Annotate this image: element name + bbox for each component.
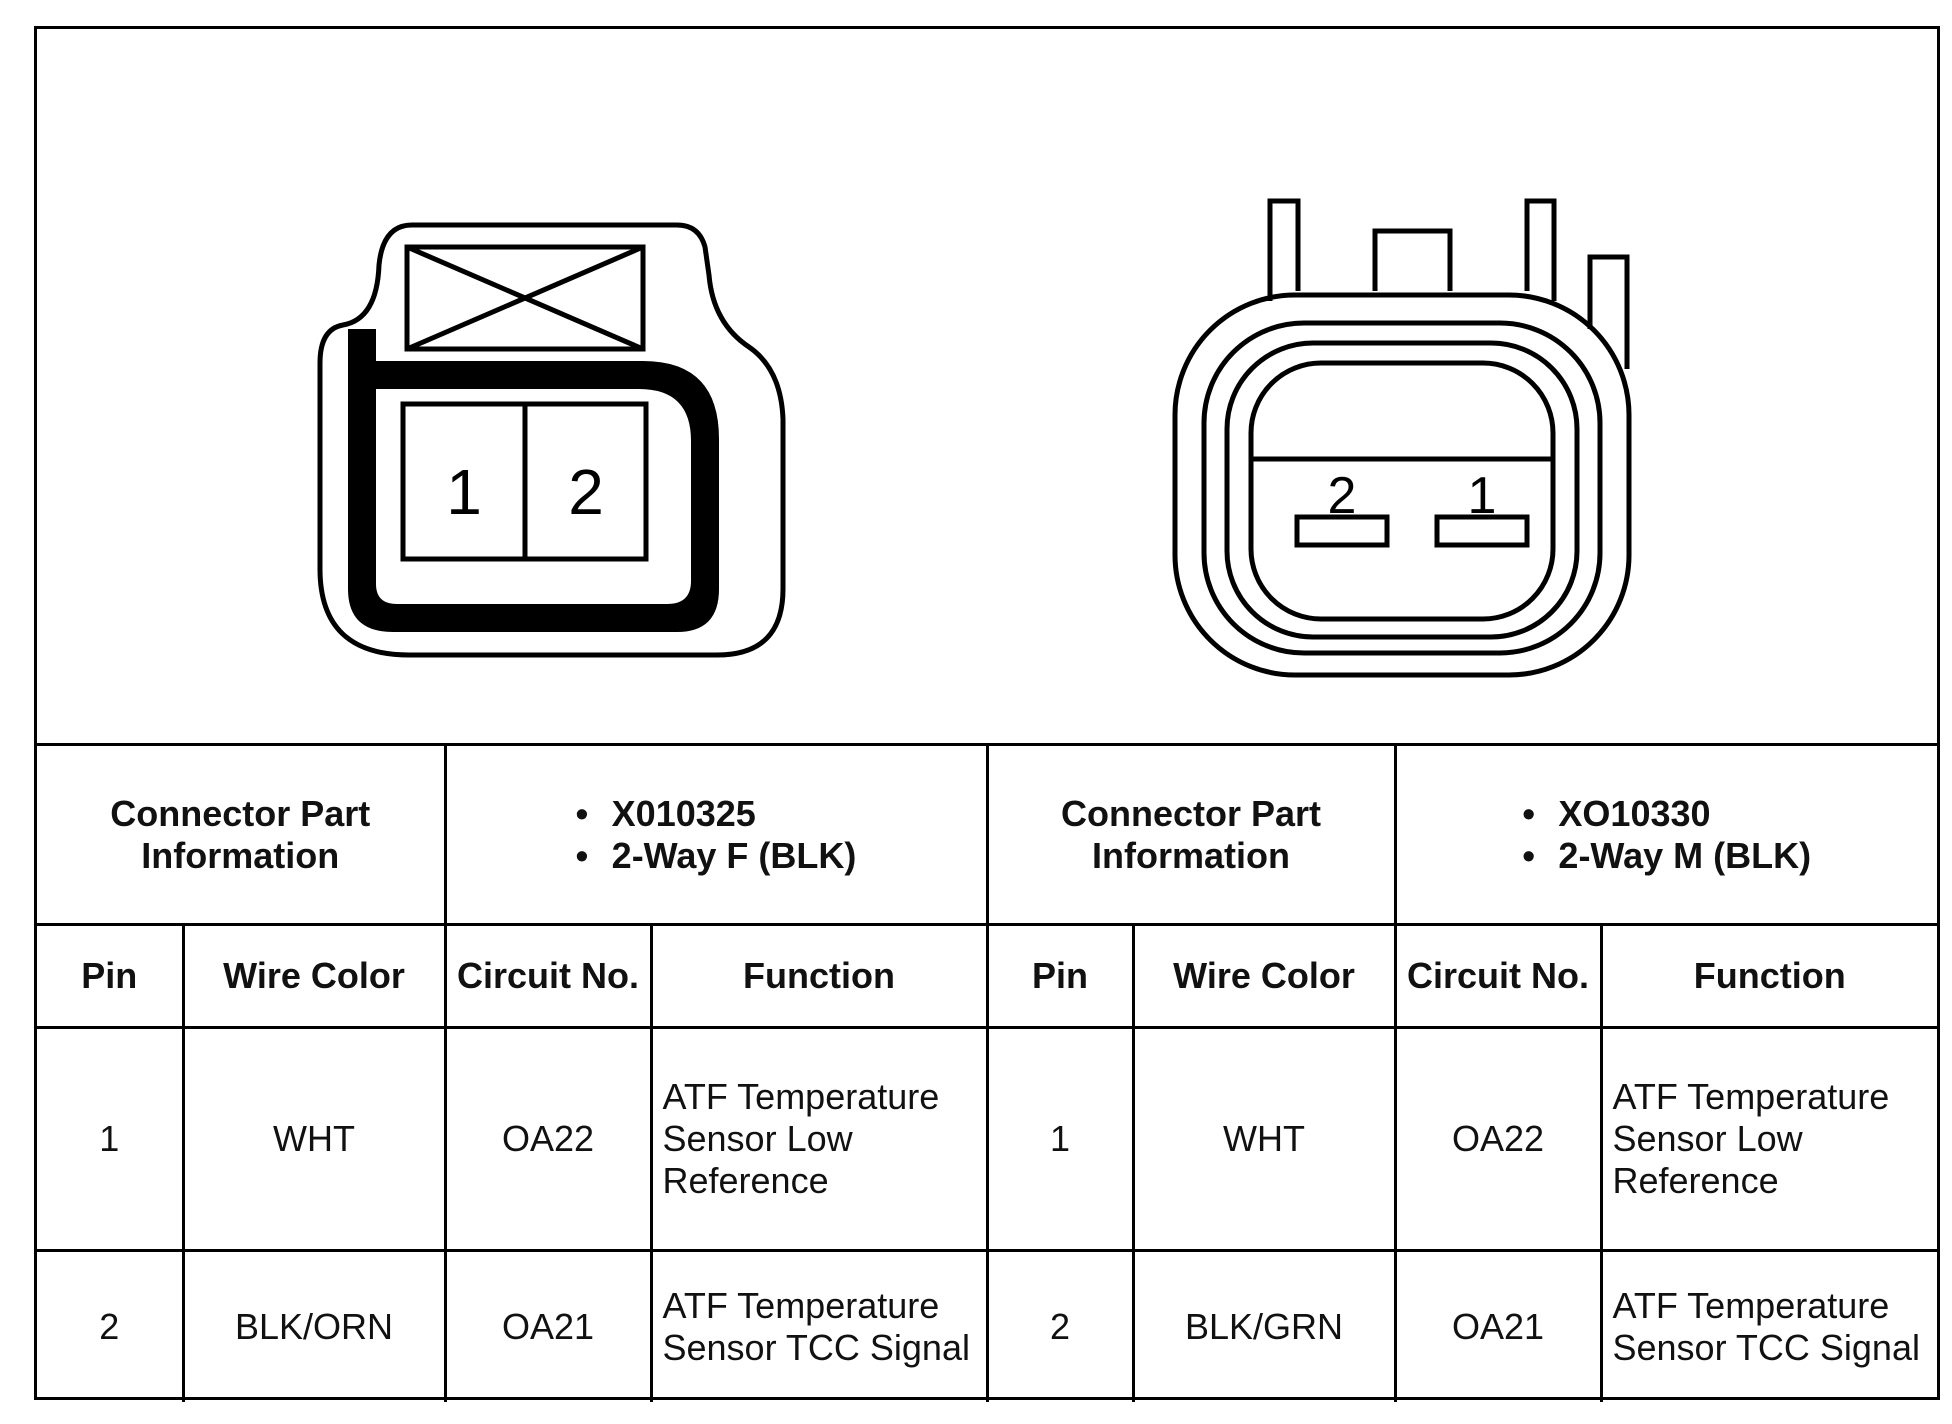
right-circuit-cell: OA21 — [1393, 1249, 1603, 1402]
female-pin-label-1: 1 — [446, 456, 482, 528]
right-circuit-header: Circuit No. — [1393, 923, 1603, 1029]
part-info-row: Connector Part Information X010325 2-Way… — [37, 743, 1937, 926]
male-connector-drawing: 2 1 — [1172, 198, 1632, 678]
right-pin-header: Pin — [985, 923, 1135, 1029]
connector-diagram-frame: 1 2 2 1 — [34, 26, 1940, 1402]
right-circuit-cell: OA22 — [1393, 1026, 1603, 1252]
left-part-description: 2-Way F (BLK) — [576, 835, 857, 877]
left-circuit-header: Circuit No. — [443, 923, 653, 1029]
right-function-cell: ATF Temperature Sensor Low Reference — [1599, 1026, 1937, 1252]
right-part-number: XO10330 — [1522, 793, 1811, 835]
right-pin-cell: 1 — [985, 1026, 1135, 1252]
left-pin-cell: 1 — [37, 1026, 185, 1252]
male-pin-label-1: 1 — [1468, 467, 1497, 525]
left-part-number: X010325 — [576, 793, 857, 835]
female-connector-drawing: 1 2 — [317, 222, 786, 658]
table-row: 2 BLK/ORN OA21 ATF Temperature Sensor TC… — [37, 1249, 1937, 1402]
right-part-info-list: XO10330 2-Way M (BLK) — [1522, 793, 1811, 877]
left-function-cell: ATF Temperature Sensor Low Reference — [649, 1026, 989, 1252]
connector-drawings: 1 2 2 1 — [37, 29, 1937, 743]
left-circuit-cell: OA21 — [443, 1249, 653, 1402]
left-part-info-cell: X010325 2-Way F (BLK) — [443, 743, 989, 926]
right-pin-cell: 2 — [985, 1249, 1135, 1402]
left-wire-color-header: Wire Color — [181, 923, 447, 1029]
right-function-header: Function — [1599, 923, 1937, 1029]
female-pin-label-2: 2 — [568, 456, 604, 528]
left-wire-color-cell: WHT — [181, 1026, 447, 1252]
left-function-header: Function — [649, 923, 989, 1029]
right-wire-color-cell: BLK/GRN — [1131, 1249, 1397, 1402]
left-function-cell: ATF Temperature Sensor TCC Signal — [649, 1249, 989, 1402]
left-part-info-label: Connector Part Information — [37, 743, 447, 926]
table-header-row: Pin Wire Color Circuit No. Function Pin … — [37, 923, 1937, 1029]
pinout-table: Connector Part Information X010325 2-Way… — [37, 743, 1937, 1402]
right-part-info-label: Connector Part Information — [985, 743, 1397, 926]
right-part-description: 2-Way M (BLK) — [1522, 835, 1811, 877]
table-row: 1 WHT OA22 ATF Temperature Sensor Low Re… — [37, 1026, 1937, 1252]
left-circuit-cell: OA22 — [443, 1026, 653, 1252]
left-pin-cell: 2 — [37, 1249, 185, 1402]
left-pin-header: Pin — [37, 923, 185, 1029]
right-wire-color-header: Wire Color — [1131, 923, 1397, 1029]
left-wire-color-cell: BLK/ORN — [181, 1249, 447, 1402]
left-part-info-list: X010325 2-Way F (BLK) — [576, 793, 857, 877]
male-pin-label-2: 2 — [1328, 467, 1357, 525]
right-function-cell: ATF Temperature Sensor TCC Signal — [1599, 1249, 1937, 1402]
right-part-info-cell: XO10330 2-Way M (BLK) — [1393, 743, 1937, 926]
right-wire-color-cell: WHT — [1131, 1026, 1397, 1252]
